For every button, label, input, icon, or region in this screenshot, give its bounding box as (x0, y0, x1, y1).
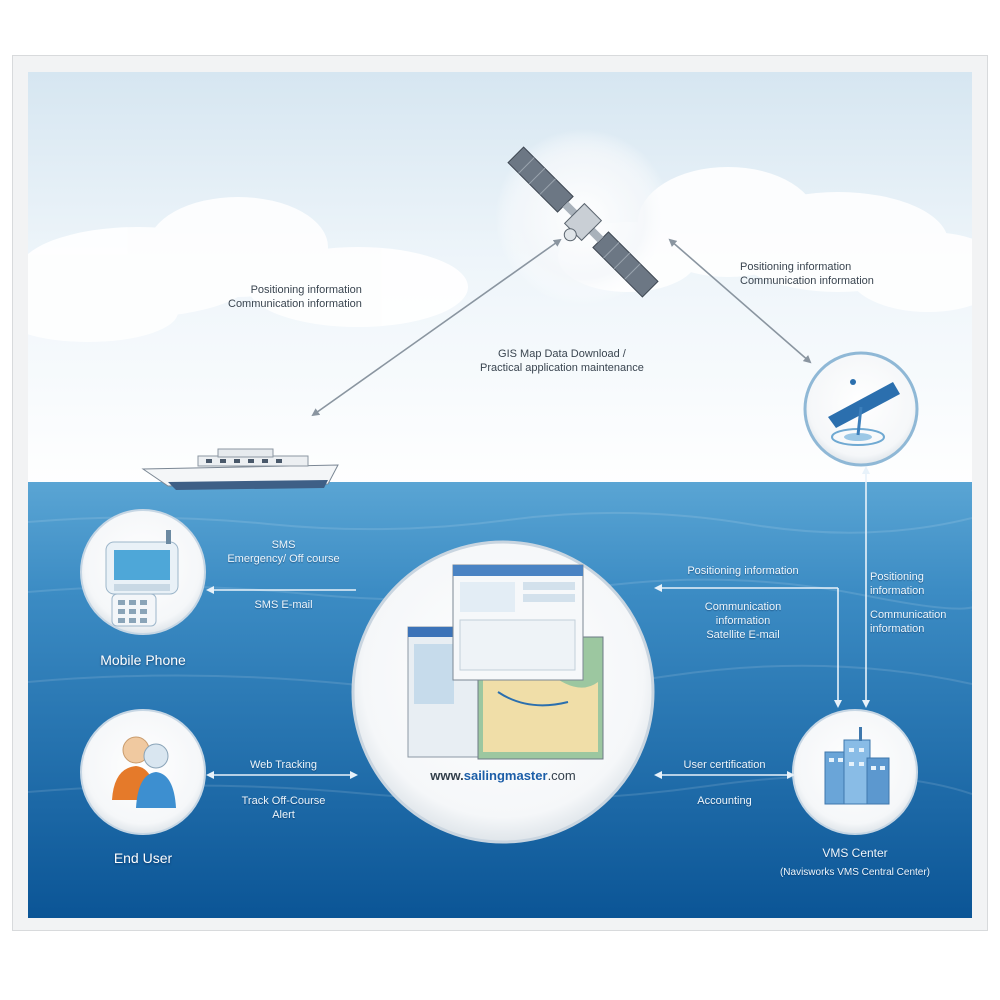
clouds (28, 167, 972, 342)
satellite-station-label-line1: Positioning information (740, 261, 852, 273)
ground-vms-line2: information (870, 585, 925, 597)
sms-label-line2: Emergency/ Off course (227, 553, 340, 565)
ship-satellite-label-line2: Communication information (228, 298, 362, 310)
communication-info-label: Communication information Satellite E-ma… (668, 600, 818, 642)
web-tracking-label: Web Tracking (249, 759, 318, 771)
diagram-scene: Positioning information Communication in… (28, 72, 972, 918)
positioning-info-label: Positioning information (687, 565, 799, 577)
software-screens (407, 564, 604, 760)
communication-info-line2: information (715, 615, 771, 627)
gis-label-line2: Practical application maintenance (480, 362, 644, 374)
satellite-station-label-line2: Communication information (740, 275, 874, 287)
mobile-phone-title: Mobile Phone (100, 652, 186, 668)
mobile-phone-icon (105, 530, 179, 627)
communication-info-line3: Satellite E-mail (706, 629, 780, 641)
end-user-icon (112, 736, 176, 808)
sms-alert-label: SMS Emergency/ Off course (216, 538, 351, 566)
user-certification-label: User certification (683, 759, 766, 771)
ground-vms-line3: Communication (870, 609, 947, 621)
sms-email-label: SMS E-mail (254, 599, 313, 611)
url-suffix: .com (547, 768, 576, 783)
url-brand: sailingmaster (463, 768, 548, 783)
satellite-icon (507, 146, 659, 298)
gis-label-line1: GIS Map Data Download / (498, 348, 626, 360)
website-url: www.sailingmaster.com (403, 768, 603, 783)
ship-icon (141, 448, 339, 490)
gis-download-label: GIS Map Data Download / Practical applic… (480, 347, 644, 375)
ship-satellite-label-line1: Positioning information (250, 284, 362, 296)
ground-vms-line1: Positioning (870, 571, 924, 583)
vms-center-subtitle: (Navisworks VMS Central Center) (779, 867, 931, 878)
vms-center-title: VMS Center (822, 846, 888, 860)
ship-satellite-arrow (311, 238, 562, 417)
track-offcourse-line1: Track Off-Course (241, 795, 326, 807)
scene-graphics (28, 72, 972, 918)
sea-arrows (206, 466, 870, 779)
ground-station (803, 351, 919, 467)
satellite-station-arrow (668, 238, 812, 364)
accounting-label: Accounting (697, 795, 752, 807)
end-user-title: End User (113, 850, 173, 866)
sky-arrows (311, 238, 812, 417)
url-prefix: www. (430, 768, 464, 783)
track-offcourse-line2: Alert (272, 809, 295, 821)
track-offcourse-label: Track Off-Course Alert (216, 794, 351, 822)
vms-center-icon (824, 727, 890, 805)
satellite-station-label: Positioning information Communication in… (740, 260, 874, 288)
ship-satellite-label: Positioning information Communication in… (228, 283, 362, 311)
ground-vms-line4: information (870, 623, 925, 635)
ground-vms-label: Positioning information Communication in… (870, 570, 946, 636)
sms-label-line1: SMS (271, 539, 296, 551)
communication-info-line1: Communication (704, 601, 782, 613)
